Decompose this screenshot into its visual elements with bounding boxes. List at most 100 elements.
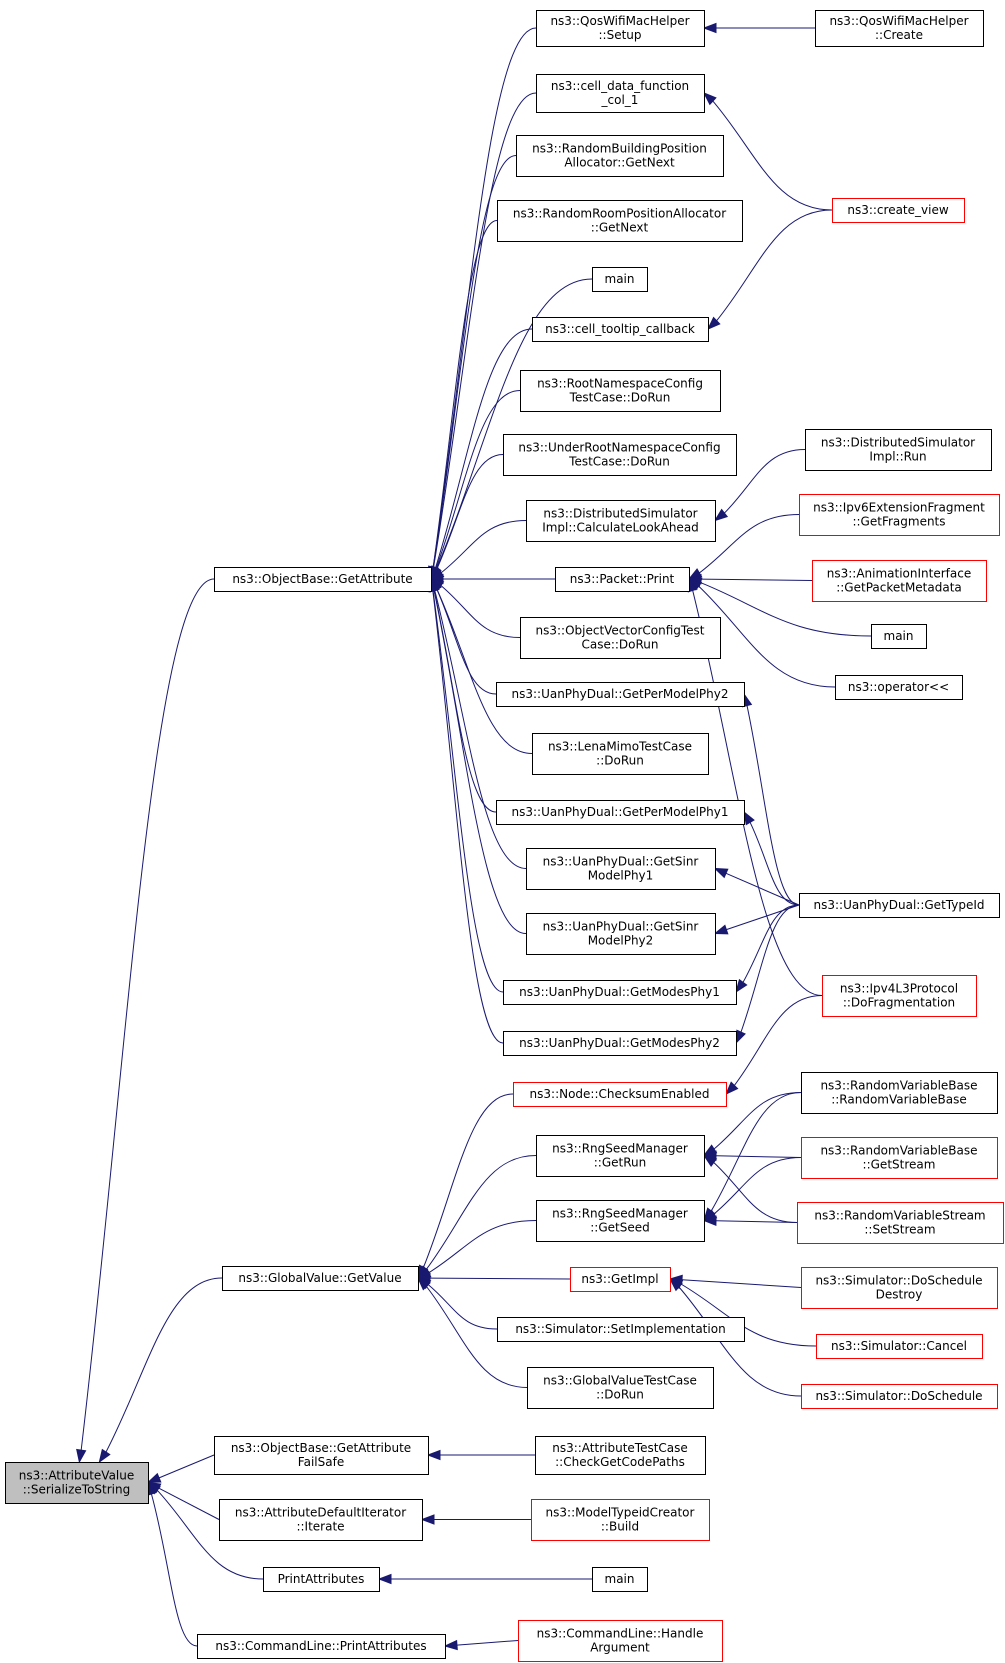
node-main_b[interactable]: main — [592, 1567, 648, 1592]
node-adi_iterate[interactable]: ns3::AttributeDefaultIterator::Iterate — [219, 1499, 423, 1541]
arrowhead-sim_dosched-to-getimpl — [668, 1278, 683, 1292]
edge-rootns_tc-to-getattr — [435, 390, 521, 569]
node-box — [503, 1031, 737, 1056]
node-lena_tc[interactable]: ns3::LenaMimoTestCase::DoRun — [532, 733, 709, 775]
arrowhead-rvs_setstream-to-rng_getrun — [702, 1154, 718, 1168]
node-packet_print[interactable]: ns3::Packet::Print — [555, 567, 690, 592]
node-upd_typeid[interactable]: ns3::UanPhyDual::GetTypeId — [799, 893, 1000, 918]
node-box — [527, 1367, 714, 1409]
node-upd_pmp1[interactable]: ns3::UanPhyDual::GetPerModelPhy1 — [496, 800, 745, 825]
node-main_c[interactable]: main — [871, 624, 927, 649]
node-label: ns3::CommandLine::Handle — [537, 1627, 704, 1641]
node-rvb_ctor[interactable]: ns3::RandomVariableBase::RandomVariableB… — [801, 1072, 998, 1114]
node-box — [812, 560, 987, 602]
edge-upd_pmp1-to-getattr — [433, 590, 497, 813]
node-label: FailSafe — [298, 1455, 344, 1469]
node-upd_modes1[interactable]: ns3::UanPhyDual::GetModesPhy1 — [503, 980, 737, 1005]
node-label: ns3::QosWifiMacHelper — [550, 14, 689, 28]
node-box — [219, 1499, 423, 1541]
node-cell_tooltip[interactable]: ns3::cell_tooltip_callback — [532, 317, 709, 342]
node-gv_getvalue[interactable]: ns3::GlobalValue::GetValue — [222, 1266, 419, 1291]
node-create_view[interactable]: ns3::create_view — [832, 198, 965, 223]
node-gv_tc[interactable]: ns3::GlobalValueTestCase::DoRun — [527, 1367, 714, 1409]
node-getimpl[interactable]: ns3::GetImpl — [570, 1267, 671, 1292]
node-label: ns3::RngSeedManager — [552, 1207, 688, 1221]
node-attr_tc[interactable]: ns3::AttributeTestCase::CheckGetCodePath… — [535, 1436, 706, 1475]
node-label: ns3::cell_tooltip_callback — [545, 322, 695, 336]
node-box — [214, 1436, 429, 1475]
node-dsi_calc[interactable]: ns3::DistributedSimulatorImpl::Calculate… — [526, 500, 716, 542]
node-rbpa_next[interactable]: ns3::RandomBuildingPositionAllocator::Ge… — [516, 135, 724, 177]
arrowhead-cl_handle-to-cl_printattrs — [443, 1639, 458, 1651]
edge-main_c-to-packet_print — [700, 582, 872, 637]
node-box — [822, 975, 977, 1017]
node-ipv4_frag[interactable]: ns3::Ipv4L3Protocol::DoFragmentation — [822, 975, 977, 1017]
node-box — [520, 370, 721, 412]
node-box — [832, 198, 965, 223]
node-rvs_setstream[interactable]: ns3::RandomVariableStream::SetStream — [797, 1202, 1004, 1244]
node-label: main — [605, 272, 635, 286]
node-sim_cancel[interactable]: ns3::Simulator::Cancel — [816, 1334, 983, 1359]
node-rrpa_next[interactable]: ns3::RandomRoomPositionAllocator::GetNex… — [497, 200, 743, 242]
node-sim_dosched[interactable]: ns3::Simulator::DoSchedule — [801, 1384, 998, 1409]
edge-create_view-to-cell_tooltip — [716, 209, 833, 322]
node-box — [815, 10, 984, 47]
node-label: ::CheckGetCodePaths — [555, 1455, 685, 1469]
edge-cell_tooltip-to-getattr — [435, 328, 533, 569]
node-printattrs[interactable]: PrintAttributes — [263, 1567, 380, 1592]
node-qos_setup[interactable]: ns3::QosWifiMacHelper::Setup — [536, 10, 705, 47]
node-underroot_tc[interactable]: ns3::UnderRootNamespaceConfigTestCase::D… — [503, 434, 737, 476]
node-main_a[interactable]: main — [592, 267, 648, 292]
node-upd_pmp2[interactable]: ns3::UanPhyDual::GetPerModelPhy2 — [496, 682, 745, 707]
node-cl_printattrs[interactable]: ns3::CommandLine::PrintAttributes — [197, 1634, 446, 1659]
edge-rvb_getstream-to-rng_getseed — [713, 1157, 802, 1215]
node-ipv6_frag[interactable]: ns3::Ipv6ExtensionFragment::GetFragments — [799, 494, 1000, 536]
node-getattr[interactable]: ns3::ObjectBase::GetAttribute — [214, 567, 432, 592]
node-rng_getseed[interactable]: ns3::RngSeedManager::GetSeed — [536, 1200, 705, 1242]
node-label: ModelPhy2 — [588, 934, 654, 948]
node-label: ::DoFragmentation — [843, 996, 955, 1010]
edge-cl_printattrs-to-root — [150, 1493, 198, 1647]
node-mtc_build[interactable]: ns3::ModelTypeidCreator::Build — [531, 1499, 710, 1541]
node-label: ns3::UanPhyDual::GetPerModelPhy2 — [511, 687, 728, 701]
edge-ipv4_frag-to-packet_print — [692, 590, 823, 996]
node-label: Impl::Run — [869, 450, 926, 464]
node-label: ns3::Ipv6ExtensionFragment — [813, 501, 985, 515]
node-box — [835, 675, 963, 700]
arrowhead-upd_typeid-to-upd_sinr1 — [713, 867, 729, 879]
node-label: ::SetStream — [864, 1223, 935, 1237]
edge-rvs_setstream-to-rng_getrun — [713, 1162, 798, 1223]
node-upd_modes2[interactable]: ns3::UanPhyDual::GetModesPhy2 — [503, 1031, 737, 1056]
node-qos_create[interactable]: ns3::QosWifiMacHelper::Create — [815, 10, 984, 47]
node-cell_data[interactable]: ns3::cell_data_function_col_1 — [536, 74, 705, 113]
node-box — [797, 1202, 1004, 1244]
node-label: ns3::GlobalValue::GetValue — [238, 1271, 401, 1285]
node-sim_setimpl[interactable]: ns3::Simulator::SetImplementation — [497, 1317, 745, 1342]
node-node_cksum[interactable]: ns3::Node::ChecksumEnabled — [513, 1082, 727, 1107]
node-box — [503, 980, 737, 1005]
node-rvb_getstream[interactable]: ns3::RandomVariableBase::GetStream — [801, 1137, 998, 1179]
node-rng_getrun[interactable]: ns3::RngSeedManager::GetRun — [536, 1135, 705, 1177]
node-label: main — [884, 629, 914, 643]
edge-printattrs-to-root — [156, 1489, 264, 1580]
node-label: ::GetPacketMetadata — [836, 581, 962, 595]
arrowhead-qos_create-to-qos_setup — [702, 22, 717, 34]
edge-gv_getvalue-to-root — [105, 1277, 223, 1453]
node-label: ns3::ObjectVectorConfigTest — [535, 624, 704, 638]
node-op_shl[interactable]: ns3::operator<< — [835, 675, 963, 700]
node-root[interactable]: ns3::AttributeValue::SerializeToString — [5, 1462, 149, 1504]
node-label: ns3::Node::ChecksumEnabled — [530, 1087, 710, 1101]
node-box — [801, 1137, 998, 1179]
node-anim_meta[interactable]: ns3::AnimationInterface::GetPacketMetada… — [812, 560, 987, 602]
edge-lena_tc-to-getattr — [436, 589, 533, 754]
node-label: TestCase::DoRun — [568, 455, 670, 469]
